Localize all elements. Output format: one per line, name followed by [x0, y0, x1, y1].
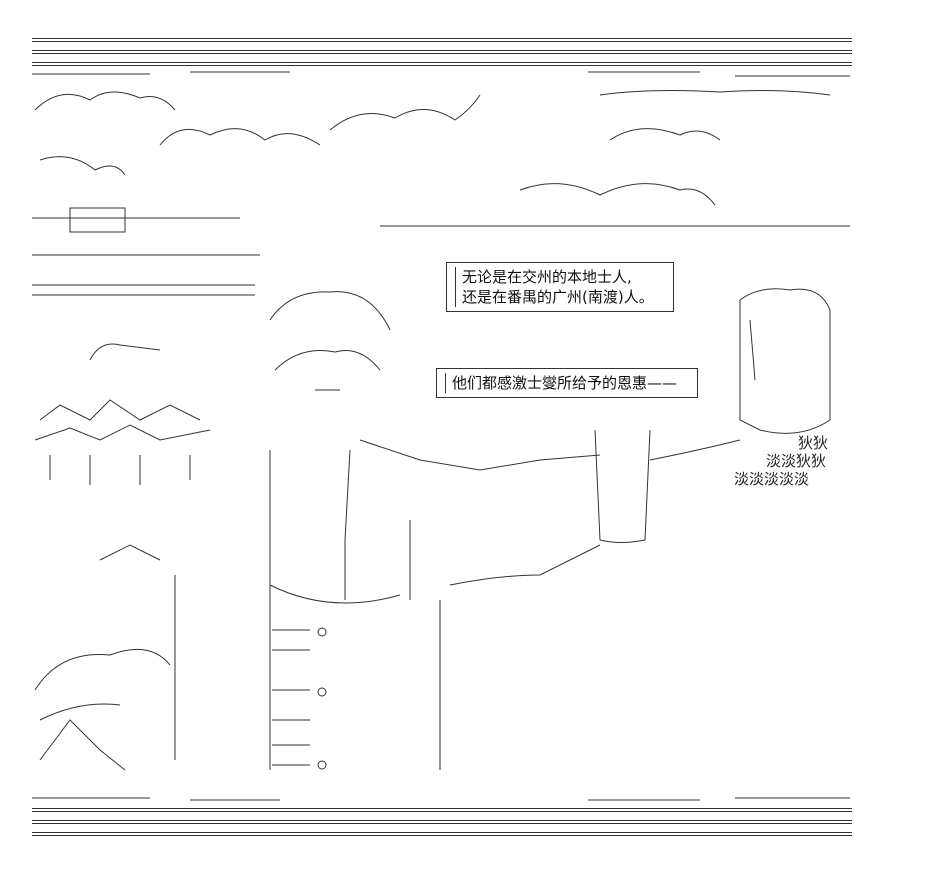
- top-border-line-2: [32, 50, 852, 54]
- belt-button-1: [317, 627, 327, 637]
- body-center: [344, 449, 351, 600]
- belt-button-3: [317, 760, 327, 770]
- top-border-line-1: [32, 38, 852, 42]
- bottom-border-line-3: [32, 832, 852, 836]
- character-head: [269, 291, 391, 331]
- cloud-left-low: [39, 156, 126, 176]
- rock-left-top: [99, 544, 161, 561]
- hand: [594, 429, 651, 543]
- hill-left: [89, 343, 161, 361]
- belt-button-2: [317, 687, 327, 697]
- sound-effect-2: 淡淡狄狄: [766, 452, 827, 470]
- cloud-right-low: [519, 183, 716, 206]
- rock-left-lower: [39, 719, 126, 771]
- dialogue-line-3: 他们都感激士燮所给予的恩惠——: [452, 374, 678, 392]
- tree-line-2: [34, 424, 211, 441]
- cloud-right-mid: [609, 128, 721, 141]
- rock-left-upper: [34, 648, 171, 691]
- sound-effect-3: 淡淡淡淡淡: [734, 470, 810, 488]
- cup-highlight: [749, 319, 756, 381]
- sleeve: [269, 584, 401, 604]
- arm-lower: [449, 544, 601, 586]
- sound-effect-1: 狄狄: [798, 434, 829, 452]
- bottom-border-line-1: [32, 808, 852, 812]
- speech-bubble-1: 无论是在交州的本地士人, 还是在番禺的广州(南渡)人。: [446, 262, 674, 312]
- cloud-center: [329, 94, 481, 131]
- bottom-border-line-2: [32, 820, 852, 824]
- rock-left-mid: [39, 703, 121, 721]
- dialogue-line-2: 还是在番禺的广州(南渡)人。: [462, 288, 654, 306]
- character-hair: [274, 349, 381, 371]
- cloud-mid: [159, 128, 321, 146]
- distant-building: [69, 207, 126, 233]
- dialogue-line-1: 无论是在交州的本地士人,: [462, 268, 632, 286]
- wrist: [649, 439, 741, 461]
- cloud-right-top: [599, 90, 831, 96]
- tree-line-1: [39, 399, 201, 421]
- speech-bubble-2: 他们都感激士燮所给予的恩惠——: [436, 368, 698, 398]
- top-border-line-3: [32, 62, 852, 66]
- cloud-left: [34, 91, 176, 111]
- arm-upper: [359, 439, 601, 471]
- cup: [739, 288, 831, 434]
